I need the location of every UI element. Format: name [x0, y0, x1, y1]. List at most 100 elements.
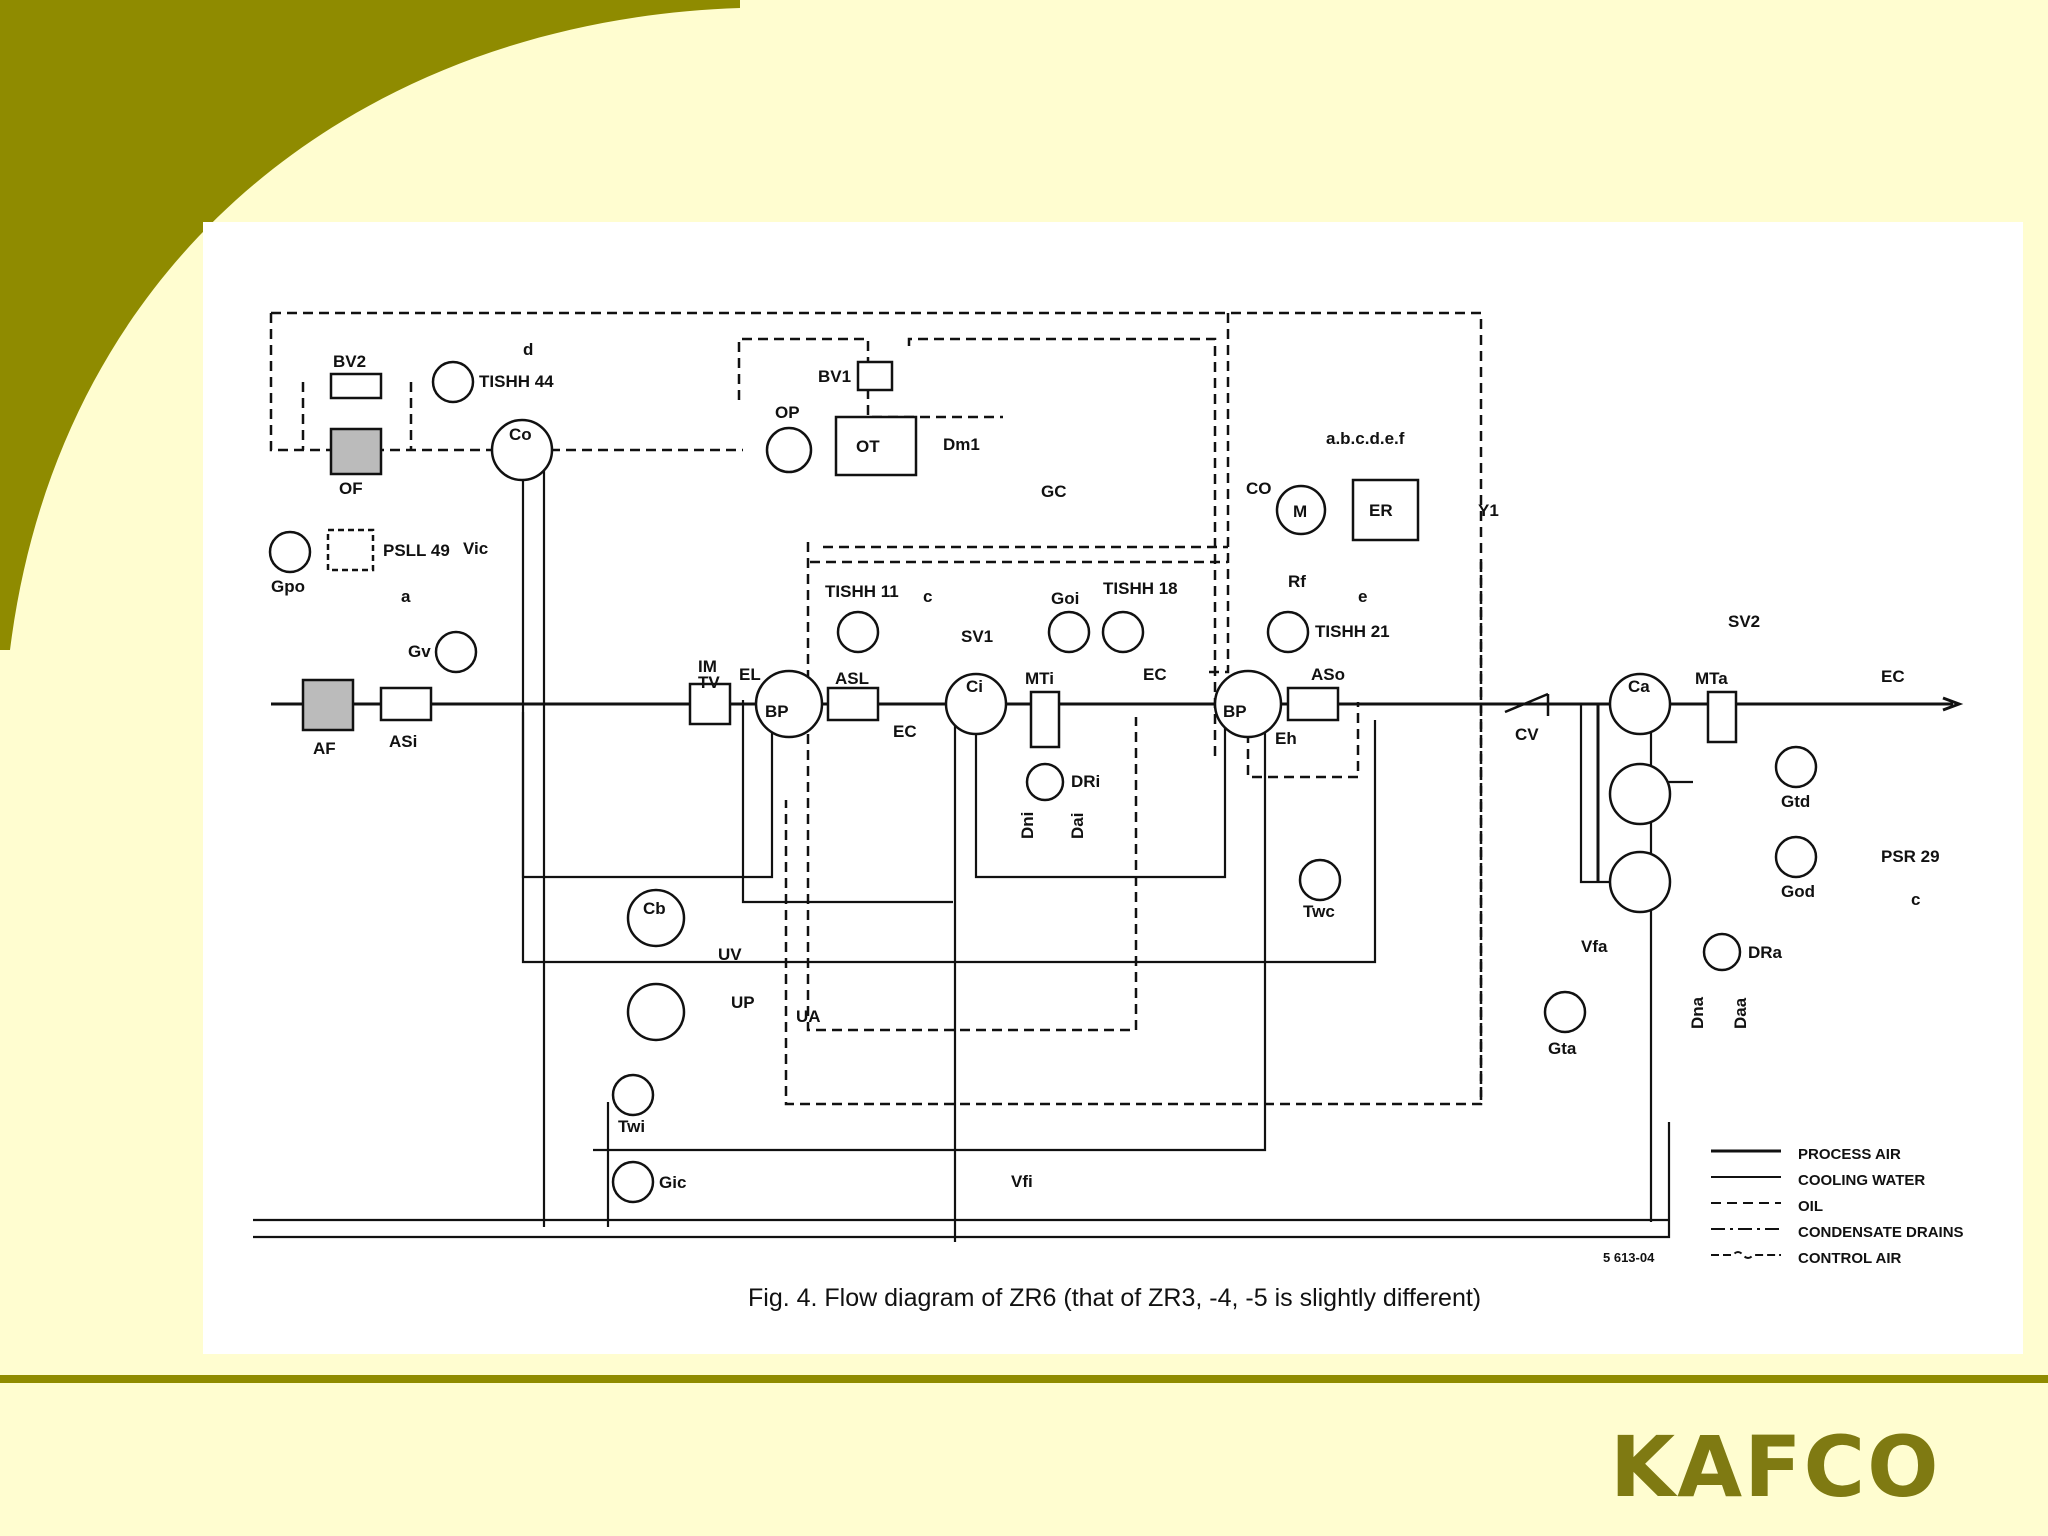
label-dna: Dna — [1688, 996, 1707, 1029]
label-y1: Y1 — [1478, 501, 1499, 520]
cooling-water-lines — [253, 444, 1693, 1242]
label-c2: c — [1911, 890, 1920, 909]
legend-oil: OIL — [1798, 1198, 1823, 1215]
label-twc: Twc — [1303, 902, 1335, 921]
legend: PROCESS AIR COOLING WATER OIL CONDENSATE… — [1711, 1146, 1964, 1267]
label-bp-lp: BP — [765, 702, 789, 721]
label-twi: Twi — [618, 1117, 645, 1136]
label-el: EL — [739, 665, 761, 684]
low-pressure-silencer — [826, 686, 880, 722]
oil-lines — [269, 311, 1483, 1106]
label-mta: MTa — [1695, 669, 1728, 688]
label-tishh11: TISHH 11 — [825, 582, 899, 601]
label-d: d — [523, 340, 533, 359]
figure-caption: Fig. 4. Flow diagram of ZR6 (that of ZR3… — [748, 1284, 1482, 1312]
tishh44-gauge — [431, 360, 475, 404]
label-dra: DRa — [1748, 943, 1783, 962]
label-tishh44: TISHH 44 — [479, 372, 554, 391]
gv-gauge — [434, 630, 478, 674]
label-ci: Ci — [966, 677, 983, 696]
god-gauge — [1774, 835, 1818, 879]
gpo-gauge — [268, 530, 312, 574]
label-goi: Goi — [1051, 589, 1079, 608]
label-tishh21: TISHH 21 — [1315, 622, 1390, 641]
control-unit-er — [1351, 478, 1420, 542]
label-bv2: BV2 — [333, 352, 366, 371]
twc-gauge — [1298, 858, 1342, 902]
label-co-coupling: CO — [1246, 479, 1272, 498]
label-gic: Gic — [659, 1173, 686, 1192]
label-ec2: EC — [1143, 665, 1167, 684]
label-of: OF — [339, 479, 363, 498]
label-gv: Gv — [408, 642, 431, 661]
tishh18-gauge — [1101, 610, 1145, 654]
intercooler — [944, 672, 1008, 736]
inlet-throttle-valve — [688, 682, 732, 726]
label-up: UP — [731, 993, 755, 1012]
label-bv1: BV1 — [818, 367, 851, 386]
label-mti: MTi — [1025, 669, 1054, 688]
label-aso: ASo — [1311, 665, 1345, 684]
drawing-number: 5 613-04 — [1603, 1250, 1655, 1265]
label-uv: UV — [718, 945, 742, 964]
aftercooler-top — [1608, 672, 1672, 736]
label-eh: Eh — [1275, 729, 1297, 748]
oil-tank — [834, 415, 918, 477]
cooler-cb-bottom — [626, 982, 686, 1042]
label-e: e — [1358, 587, 1367, 606]
bv2-valve — [329, 372, 383, 400]
label-psll49: PSLL 49 — [383, 541, 450, 560]
psll49-switch — [326, 528, 375, 572]
label-rf: Rf — [1288, 572, 1306, 591]
label-sv2: SV2 — [1728, 612, 1760, 631]
label-dni: Dni — [1018, 812, 1037, 839]
label-ca: Ca — [1628, 677, 1650, 696]
aftercooler-bottom — [1608, 850, 1672, 914]
goi-gauge — [1047, 610, 1091, 654]
label-m: M — [1293, 502, 1307, 521]
label-god: God — [1781, 882, 1815, 901]
label-cb: Cb — [643, 899, 666, 918]
silencer-inlet — [379, 686, 433, 722]
label-cv: CV — [1515, 725, 1539, 744]
label-dri: DRi — [1071, 772, 1100, 791]
bv1-valve — [856, 360, 894, 392]
flow-diagram: PROCESS AIR COOLING WATER OIL CONDENSATE… — [253, 311, 1964, 1267]
motor — [1275, 484, 1327, 536]
label-dm1: Dm1 — [943, 435, 980, 454]
label-tv: TV — [698, 673, 720, 692]
air-filter — [301, 678, 355, 732]
tishh21-gauge — [1266, 610, 1310, 654]
dra-drain — [1702, 932, 1742, 972]
label-c: c — [923, 587, 932, 606]
label-im: IM — [698, 657, 717, 676]
dri-drain — [1025, 762, 1065, 802]
label-daa: Daa — [1731, 997, 1750, 1029]
tishh11-gauge — [836, 610, 880, 654]
label-gtd: Gtd — [1781, 792, 1810, 811]
gta-gauge — [1543, 990, 1587, 1034]
footer-rule — [0, 1375, 2048, 1383]
kafco-logo: KAFCO — [1610, 1418, 1941, 1516]
diagram-labels: BV2 TISHH 44 d OF Co Vic Gpo PSLL 49 a G… — [271, 340, 1940, 1265]
label-er: ER — [1369, 501, 1393, 520]
label-psr29: PSR 29 — [1881, 847, 1940, 866]
label-gta: Gta — [1548, 1039, 1577, 1058]
label-vfa: Vfa — [1581, 937, 1608, 956]
label-sv1: SV1 — [961, 627, 993, 646]
corner-swoosh — [0, 0, 740, 650]
gtd-gauge — [1774, 745, 1818, 789]
legend-control-air: CONTROL AIR — [1798, 1250, 1901, 1267]
gic-gauge — [611, 1160, 655, 1204]
label-tishh18: TISHH 18 — [1103, 579, 1178, 598]
label-gpo: Gpo — [271, 577, 305, 596]
aftercooler-moisture-trap — [1706, 690, 1738, 744]
diagram-components — [268, 360, 1818, 1204]
label-bp-hp: BP — [1223, 702, 1247, 721]
label-gc: GC — [1041, 482, 1067, 501]
legend-condensate-drains: CONDENSATE DRAINS — [1798, 1224, 1964, 1241]
twi-gauge — [611, 1073, 655, 1117]
check-valve-symbol — [1504, 692, 1550, 716]
label-ua: UA — [796, 1007, 821, 1026]
outlet-silencer — [1286, 686, 1340, 722]
